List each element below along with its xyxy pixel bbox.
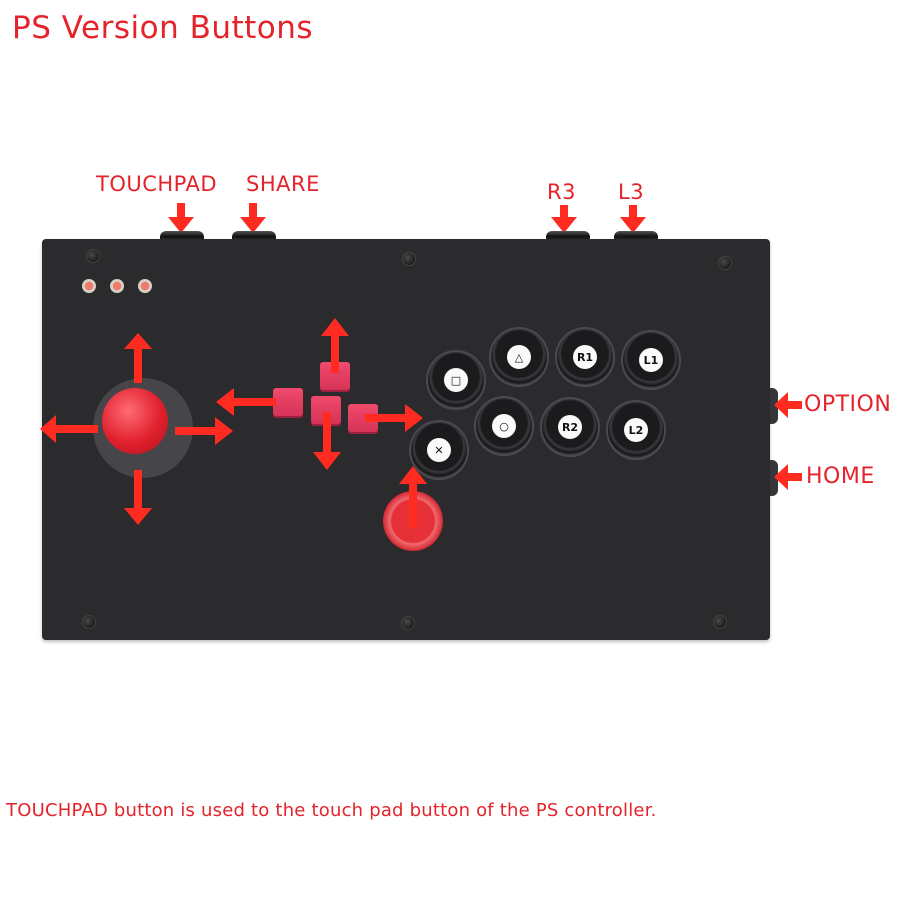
circle-button[interactable]: ○ bbox=[474, 396, 534, 456]
footnote: TOUCHPAD button is used to the touch pad… bbox=[6, 800, 657, 821]
home-label: HOME bbox=[806, 464, 875, 489]
circle-icon: ○ bbox=[492, 414, 516, 438]
keycap-arrow-up-icon bbox=[321, 318, 349, 373]
share-label: SHARE bbox=[246, 172, 320, 196]
touchpad-button[interactable] bbox=[160, 231, 204, 241]
keycap-arrow-right-icon bbox=[365, 404, 423, 432]
joystick-arrow-down-icon bbox=[124, 470, 152, 525]
led-indicator-icon bbox=[138, 279, 152, 293]
screw-icon bbox=[713, 615, 727, 629]
joystick-arrow-right-icon bbox=[175, 417, 233, 445]
keycap-left[interactable] bbox=[273, 388, 303, 416]
r3-label: R3 bbox=[547, 180, 576, 204]
red-button-arrow-up-icon bbox=[399, 466, 427, 528]
joystick-arrow-up-icon bbox=[124, 333, 152, 383]
square-icon: □ bbox=[444, 368, 468, 392]
option-button[interactable] bbox=[770, 388, 778, 424]
arrow-down-share-icon bbox=[240, 203, 266, 233]
home-button[interactable] bbox=[770, 460, 778, 496]
arrow-left-home-icon bbox=[774, 464, 802, 490]
joystick-ball-top[interactable] bbox=[102, 388, 168, 454]
r2-icon: R2 bbox=[558, 415, 582, 439]
screw-icon bbox=[401, 616, 415, 630]
triangle-button[interactable]: △ bbox=[489, 327, 549, 387]
cross-button[interactable]: ✕ bbox=[409, 420, 469, 480]
r2-button[interactable]: R2 bbox=[540, 397, 600, 457]
arrow-left-option-icon bbox=[774, 392, 802, 418]
l2-button[interactable]: L2 bbox=[606, 400, 666, 460]
arrow-down-touchpad-icon bbox=[168, 203, 194, 233]
r1-icon: R1 bbox=[573, 345, 597, 369]
l1-icon: L1 bbox=[639, 348, 663, 372]
square-button[interactable]: □ bbox=[426, 350, 486, 410]
r1-button[interactable]: R1 bbox=[555, 327, 615, 387]
r3-button[interactable] bbox=[546, 231, 590, 241]
option-label: OPTION bbox=[804, 392, 892, 417]
l2-icon: L2 bbox=[624, 418, 648, 442]
keycap-arrow-left-icon bbox=[216, 388, 276, 416]
share-button[interactable] bbox=[232, 231, 276, 241]
led-indicator-icon bbox=[82, 279, 96, 293]
screw-icon bbox=[82, 615, 96, 629]
led-indicator-icon bbox=[110, 279, 124, 293]
l1-button[interactable]: L1 bbox=[621, 330, 681, 390]
l3-button[interactable] bbox=[614, 231, 658, 241]
triangle-icon: △ bbox=[507, 345, 531, 369]
screw-icon bbox=[402, 252, 416, 266]
keycap-arrow-down-icon bbox=[313, 412, 341, 470]
screw-icon bbox=[86, 249, 100, 263]
cross-icon: ✕ bbox=[427, 438, 451, 462]
arrow-down-r3-icon bbox=[551, 205, 577, 233]
screw-icon bbox=[718, 256, 732, 270]
joystick-arrow-left-icon bbox=[40, 415, 98, 443]
arrow-down-l3-icon bbox=[620, 205, 646, 233]
l3-label: L3 bbox=[618, 180, 645, 204]
touchpad-label: TOUCHPAD bbox=[96, 172, 218, 196]
page-title: PS Version Buttons bbox=[12, 10, 314, 46]
